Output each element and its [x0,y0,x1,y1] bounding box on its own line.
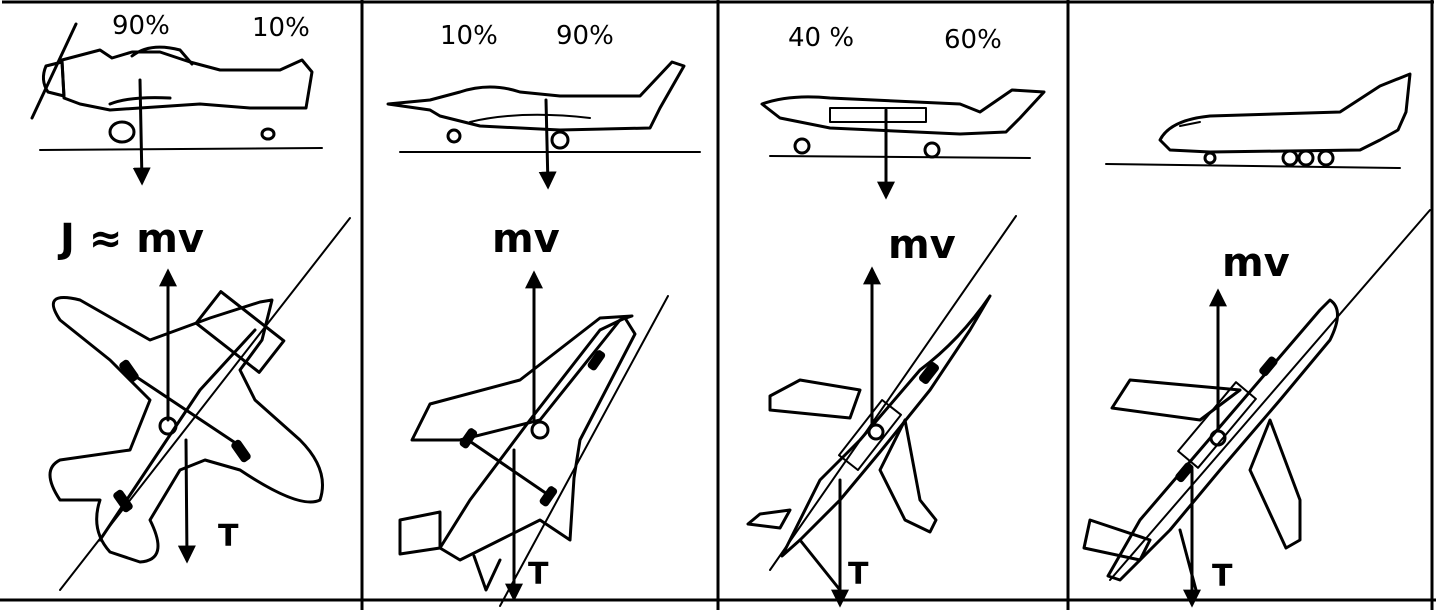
airliner-side-view [1105,72,1412,169]
panel-2-momentum-label: mv [492,216,560,262]
panel-3-thrust-label: T [848,557,869,592]
panel-1-momentum-label: J ≈ mv [57,216,204,262]
panel-1-rear-percent: 10% [252,13,310,43]
panel-1-thrust-label: T [218,519,239,554]
swept-jet-top-view [746,215,1017,608]
panel-2-thrust-label: T [528,557,549,592]
swept-jet-side-view [760,88,1046,200]
panel-4-momentum-label: mv [1222,240,1290,286]
delta-jet-top-view [398,270,669,607]
panel-3-momentum-label: mv [888,222,956,268]
panel-swept-jet: 40 % 60% mv T [746,23,1046,608]
panel-4-thrust-label: T [1212,559,1233,594]
propeller-plane-side-view [30,22,323,186]
panel-2-rear-percent: 90% [556,21,614,51]
panel-3-rear-percent: 60% [944,25,1002,55]
panel-delta-jet: 10% 90% mv T [386,21,701,607]
panel-propeller: 90% 10% J ≈ mv [30,11,351,591]
panel-2-front-percent: 10% [440,21,498,51]
panel-3-front-percent: 40 % [788,23,854,53]
delta-jet-side-view [386,60,701,190]
panel-1-front-percent: 90% [112,11,170,41]
panel-airliner: mv T [1082,72,1431,608]
propeller-plane-top-view [48,217,351,591]
airliner-top-view [1082,209,1431,608]
